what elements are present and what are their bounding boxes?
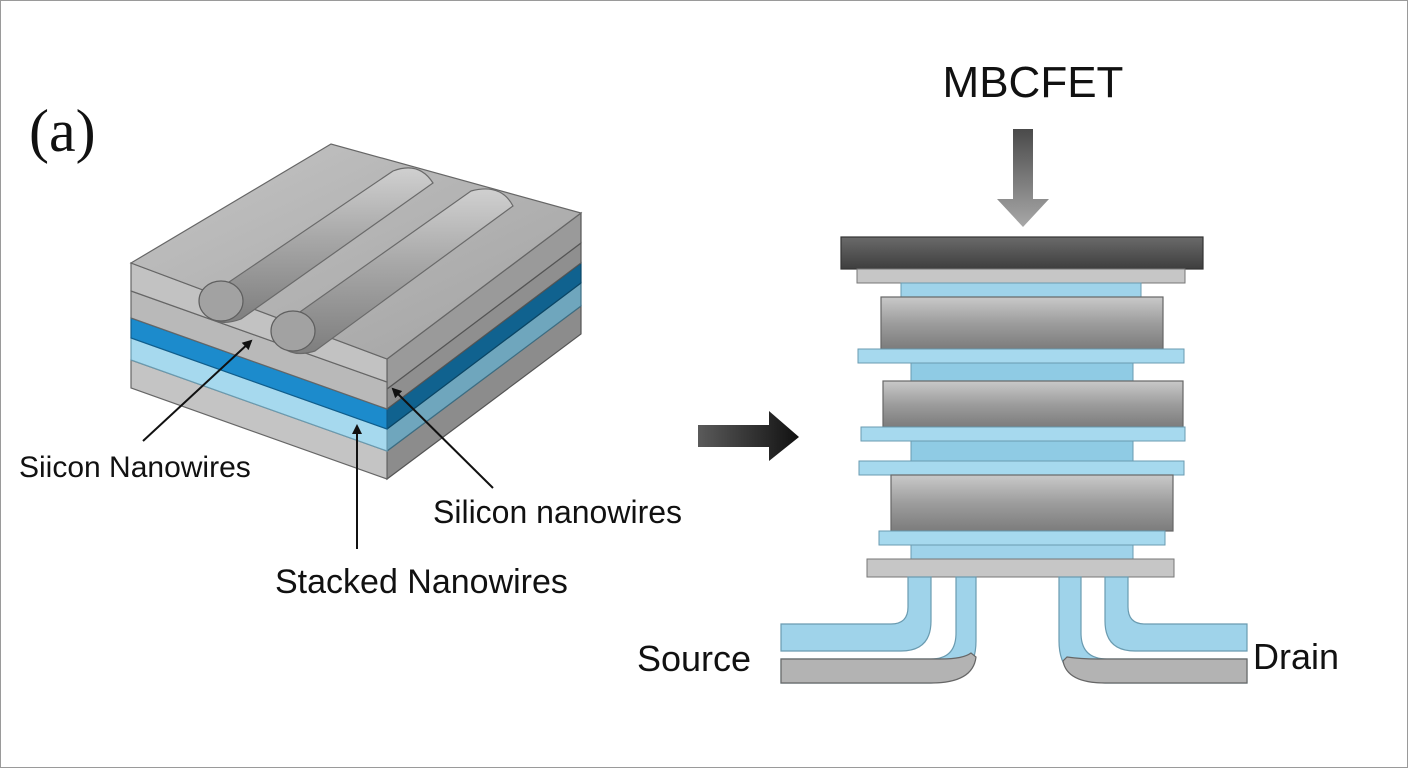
title-mbcfet: MBCFET bbox=[943, 58, 1124, 107]
nanowire-sheet-2 bbox=[857, 348, 1185, 364]
drain-gray-lead bbox=[1062, 656, 1248, 684]
drain-contact bbox=[1058, 576, 1248, 684]
gate-block-2 bbox=[882, 380, 1184, 428]
label-drain: Drain bbox=[1253, 636, 1339, 677]
gate-cap bbox=[840, 236, 1204, 270]
down-arrow bbox=[997, 129, 1049, 227]
drain-nanowire-lead bbox=[1104, 576, 1248, 652]
nanowire-end-2 bbox=[270, 310, 316, 352]
nanowire-sheet-6 bbox=[858, 460, 1185, 476]
nanowire-sheet-8 bbox=[910, 544, 1134, 560]
source-nanowire-lead bbox=[780, 576, 932, 652]
nanowire-sheet-1 bbox=[900, 282, 1142, 298]
arrow-siicon-nanowires bbox=[142, 339, 253, 442]
transition-arrow bbox=[698, 411, 799, 461]
label-source: Source bbox=[637, 638, 751, 679]
nanowire-sheet-3 bbox=[910, 362, 1134, 382]
panel-label: (a) bbox=[29, 98, 96, 164]
nanowire-sheet-5 bbox=[910, 440, 1134, 462]
label-stacked-nanowires: Stacked Nanowires bbox=[275, 563, 568, 601]
nanowire-sheet-4 bbox=[860, 426, 1186, 442]
mbcfet-stack bbox=[840, 236, 1204, 578]
gate-block-1 bbox=[880, 296, 1164, 350]
source-contact bbox=[780, 576, 977, 684]
label-siicon-nanowires: Siicon Nanowires bbox=[19, 451, 251, 484]
nanowire-end-1 bbox=[198, 280, 244, 322]
label-silicon-nanowires: Silicon nanowires bbox=[433, 494, 682, 530]
gate-plate bbox=[856, 268, 1186, 284]
nanowire-sheet-7 bbox=[878, 530, 1166, 546]
gate-block-3 bbox=[890, 474, 1174, 532]
arrow-silicon-nanowires bbox=[391, 387, 494, 489]
layered-block bbox=[129, 143, 583, 481]
base-plate bbox=[866, 558, 1175, 578]
source-gray-lead bbox=[780, 652, 977, 684]
